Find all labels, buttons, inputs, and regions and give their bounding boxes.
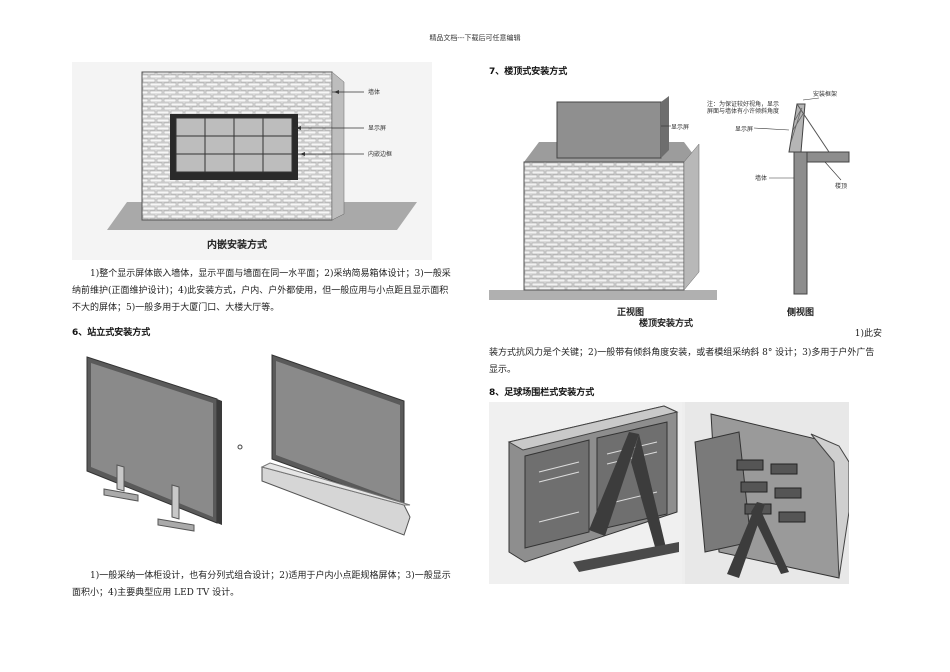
side-label-screen: 显示屏 [735, 126, 753, 133]
label-screen: 显示屏 [368, 125, 386, 132]
side-note-line2: 屏面与墙体有小许倾斜角度 [707, 107, 779, 115]
stadium-diagram [489, 402, 850, 584]
embedded-diagram: 墙体 显示屏 内嵌边框 内嵌安装方式 [107, 71, 417, 251]
paragraph-embedded: 1)整个显示屏体嵌入墙体，显示平面与墙面在同一水平面；2)采纳简易箱体设计；3)… [72, 269, 451, 313]
section-heading-stadium: 8、足球场围栏式安装方式 [489, 388, 595, 398]
page-header: 精品文档---下载后可任意编辑 [429, 34, 521, 42]
rooftop-caption: 楼顶安装方式 [639, 317, 693, 329]
side-label-roof: 楼顶 [835, 182, 847, 190]
standing-diagram [86, 354, 411, 536]
side-label-wall: 墙体 [755, 174, 767, 182]
paragraph-rooftop-lead: 1)此安 [854, 329, 882, 339]
separator-dot [237, 444, 243, 450]
rooftop-diagram: 显示屏 正视图 楼顶安装方式 注：为保证较好视角，显示 屏面与墙体有小许倾斜角度… [489, 90, 850, 329]
caption-front-view: 正视图 [617, 306, 644, 318]
embedded-installation-figure: 墙体 显示屏 内嵌边框 内嵌安装方式 [72, 62, 432, 260]
label-frame: 内嵌边框 [368, 150, 392, 158]
paragraph-standing: 1)一般采纳一体柜设计，也有分列式组合设计；2)适用于户内小点距规格屏体；3)一… [72, 571, 451, 598]
standing-screen-left [86, 356, 222, 532]
standing-screen-right [260, 354, 411, 536]
section-heading-standing: 6、站立式安装方式 [72, 328, 151, 338]
stadium-installation-figure [489, 402, 850, 584]
label-wall: 墙体 [368, 88, 380, 96]
side-label-frame: 安装框架 [813, 90, 837, 98]
standing-installation-figure [72, 343, 437, 555]
front-label-screen: 显示屏 [671, 124, 689, 131]
figure-caption: 内嵌安装方式 [207, 238, 267, 251]
section-heading-rooftop: 7、楼顶式安装方式 [489, 67, 568, 77]
paragraph-rooftop: 装方式抗风力是个关键；2)一般带有倾斜角度安装，或者模组采纳斜 8° 设计；3)… [489, 348, 875, 375]
side-note-line1: 注：为保证较好视角，显示 [707, 100, 779, 108]
caption-side-view: 侧视图 [787, 306, 814, 318]
rooftop-installation-figure: 显示屏 正视图 楼顶安装方式 注：为保证较好视角，显示 屏面与墙体有小许倾斜角度… [489, 82, 859, 330]
